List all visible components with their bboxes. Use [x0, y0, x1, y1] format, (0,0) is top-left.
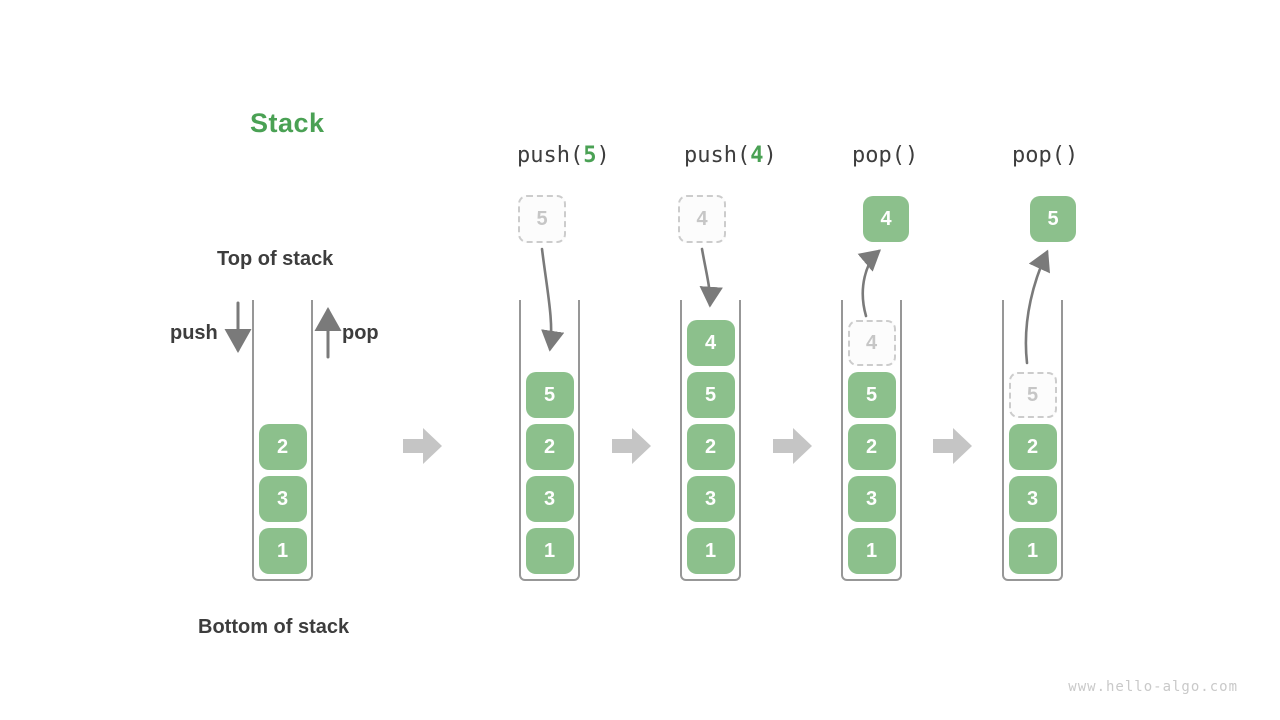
stack-container-after-push-5: 5 2 3 1 [519, 300, 580, 581]
stack-block: 3 [1008, 476, 1057, 522]
push-4-motion-arrow-icon [699, 247, 723, 308]
stack-block: 1 [258, 528, 307, 574]
stack-block: 2 [686, 424, 735, 470]
stack-block: 3 [525, 476, 574, 522]
stack-block: 4 [686, 320, 735, 366]
op-label-push-4: push(4) [684, 144, 777, 168]
stack-container-after-pop-5: 5 2 3 1 [1002, 300, 1063, 581]
stack-block: 3 [258, 476, 307, 522]
floating-element-popped-5: 5 [1030, 196, 1076, 242]
step-arrow-icon-3 [773, 428, 812, 464]
top-of-stack-label: Top of stack [217, 248, 334, 270]
stack-block: 5 [847, 372, 896, 418]
op-label-push-5: push(5) [517, 144, 610, 168]
bottom-of-stack-label: Bottom of stack [198, 616, 350, 638]
op-label-arg: 5 [583, 143, 597, 168]
floating-element-push-5: 5 [518, 195, 566, 243]
stack-block: 2 [847, 424, 896, 470]
stack-block: 5 [525, 372, 574, 418]
stack-slot-ghost: 4 [847, 320, 896, 366]
step-arrow-icon-2 [612, 428, 651, 464]
stack-slot-ghost: 5 [1008, 372, 1057, 418]
stack-container-after-push-4: 4 5 2 3 1 [680, 300, 741, 581]
op-label-prefix: push( [517, 143, 584, 168]
op-label-suffix: ) [763, 143, 777, 168]
floating-element-push-4: 4 [678, 195, 726, 243]
watermark: www.hello-algo.com [1068, 679, 1238, 695]
stack-block: 1 [525, 528, 574, 574]
stack-container-demo: 2 3 1 [252, 300, 313, 581]
stack-block: 3 [686, 476, 735, 522]
op-label-pop-2: pop() [1012, 144, 1078, 168]
op-label-prefix: pop() [852, 143, 919, 168]
op-label-prefix: push( [684, 143, 751, 168]
stack-block: 1 [1008, 528, 1057, 574]
op-label-pop-1: pop() [852, 144, 918, 168]
diagram-title: Stack [250, 108, 325, 138]
push-label: push [170, 322, 218, 344]
stack-block: 2 [258, 424, 307, 470]
pop-label: pop [342, 322, 379, 344]
stack-block: 3 [847, 476, 896, 522]
stack-container-after-pop-4: 4 5 2 3 1 [841, 300, 902, 581]
step-arrow-icon-1 [403, 428, 442, 464]
stack-block: 1 [847, 528, 896, 574]
op-label-suffix: ) [596, 143, 610, 168]
step-arrow-icon-4 [933, 428, 972, 464]
floating-element-popped-4: 4 [863, 196, 909, 242]
stack-block: 5 [686, 372, 735, 418]
stack-block: 2 [525, 424, 574, 470]
stack-block: 2 [1008, 424, 1057, 470]
op-label-prefix: pop() [1012, 143, 1079, 168]
stack-block: 1 [686, 528, 735, 574]
op-label-arg: 4 [750, 143, 764, 168]
